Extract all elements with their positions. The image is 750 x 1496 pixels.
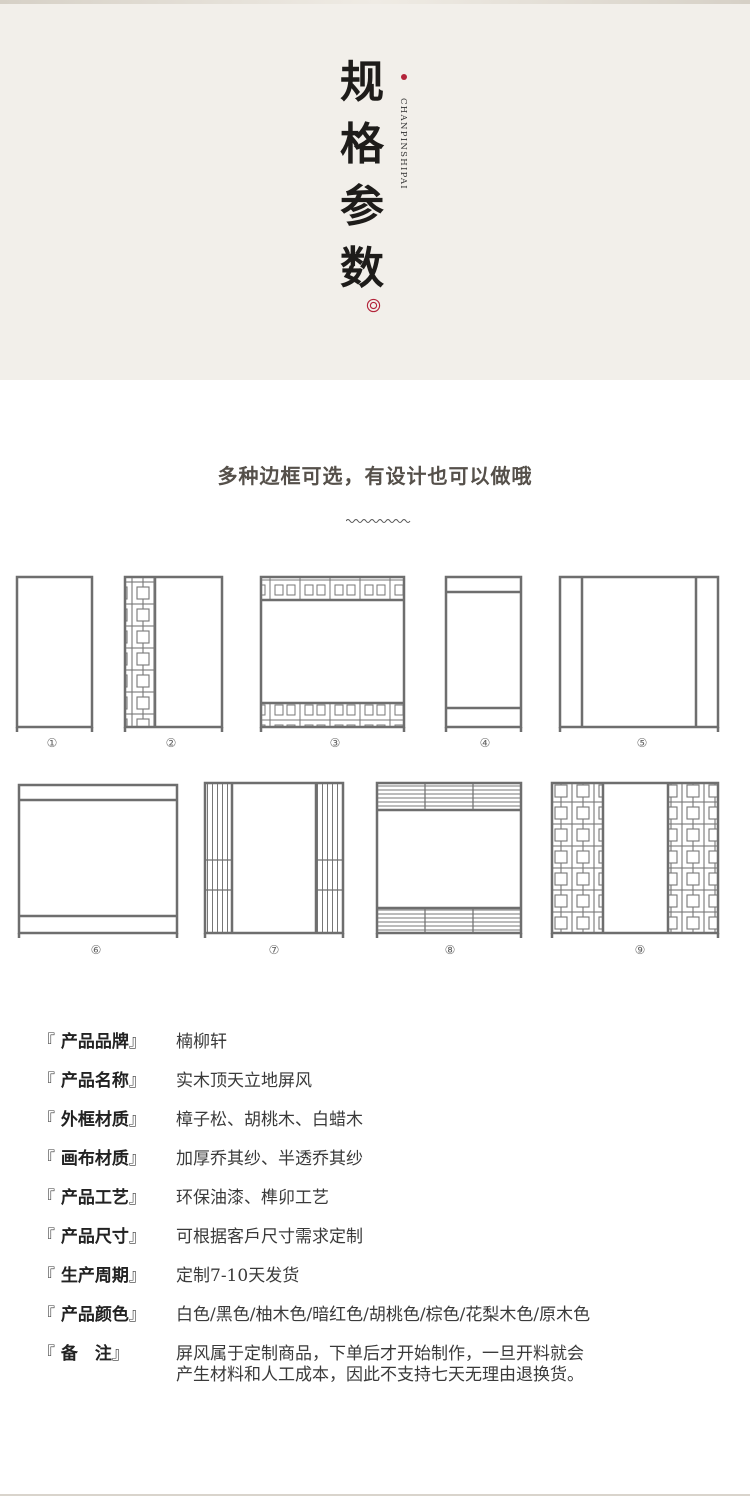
frame-style-3 — [259, 575, 406, 732]
spec-label: 『 外框材质』 — [38, 1110, 146, 1130]
frame-style-5 — [558, 575, 720, 732]
title-char-2: 格 — [340, 119, 384, 170]
page-title: 规 格 参 数 — [334, 52, 390, 300]
spec-row-frame-material: 『 外框材质』 樟子松、胡桃木、白蜡木 — [38, 1110, 738, 1131]
frame-style-7 — [203, 781, 345, 938]
title-char-3: 参 — [340, 181, 384, 232]
top-divider — [0, 0, 750, 4]
frame-label-1: ① — [47, 736, 58, 750]
frame-style-4 — [444, 575, 523, 732]
spec-row-brand: 『 产品品牌』 楠柳轩 — [38, 1032, 738, 1053]
spec-value: 楠柳轩 — [176, 1032, 227, 1052]
frame-styles-diagram: ① ② ③ ④ ⑤ ⑥ ⑦ ⑧ ⑨ — [15, 575, 720, 957]
frame-style-9 — [550, 781, 720, 938]
title-char-4: 数 — [340, 243, 384, 294]
frame-label-2: ② — [166, 736, 177, 750]
spec-row-name: 『 产品名称』 实木顶天立地屏风 — [38, 1071, 738, 1092]
spec-row-color: 『 产品颜色』 白色/黑色/柚木色/暗红色/胡桃色/棕色/花梨木色/原木色 — [38, 1305, 738, 1326]
spec-value: 定制7-10天发货 — [176, 1266, 300, 1286]
spec-label: 『 产品名称』 — [38, 1071, 146, 1091]
frame-style-6 — [17, 783, 179, 938]
spec-value: 可根据客戶尺寸需求定制 — [176, 1227, 363, 1247]
bottom-divider — [0, 1494, 750, 1496]
frame-label-8: ⑧ — [445, 943, 456, 957]
spec-value: 樟子松、胡桃木、白蜡木 — [176, 1110, 363, 1130]
frame-style-2 — [123, 575, 224, 732]
spec-row-lead-time: 『 生产周期』 定制7-10天发货 — [38, 1266, 738, 1287]
red-dot-icon — [401, 74, 407, 80]
spec-value: 实木顶天立地屏风 — [176, 1071, 312, 1091]
frame-label-6: ⑥ — [91, 943, 102, 957]
spec-label: 『 生产周期』 — [38, 1266, 146, 1286]
spec-label: 『 产品尺寸』 — [38, 1227, 146, 1247]
frame-label-4: ④ — [480, 736, 491, 750]
frame-label-5: ⑤ — [637, 736, 648, 750]
frame-label-3: ③ — [330, 736, 341, 750]
spec-label: 『 备 注』 — [38, 1344, 129, 1364]
double-ring-icon — [366, 298, 381, 313]
spec-value: 加厚乔其纱、半透乔其纱 — [176, 1149, 363, 1169]
spec-row-size: 『 产品尺寸』 可根据客戶尺寸需求定制 — [38, 1227, 738, 1248]
spec-row-note: 『 备 注』 屏风属于定制商品，下单后才开始制作，一旦开料就会 产生材料和人工成… — [38, 1344, 738, 1386]
title-char-1: 规 — [340, 57, 384, 108]
spec-value: 环保油漆、榫卯工艺 — [176, 1188, 329, 1208]
frame-style-8 — [375, 781, 523, 938]
pinyin-subtitle: CHANPINSHIPAI — [398, 98, 408, 190]
frame-label-9: ⑨ — [635, 943, 646, 957]
header-banner: 规 格 参 数 CHANPINSHIPAI — [0, 0, 750, 380]
spec-list: 『 产品品牌』 楠柳轩 『 产品名称』 实木顶天立地屏风 『 外框材质』 樟子松… — [38, 1032, 738, 1404]
spec-value: 白色/黑色/柚木色/暗红色/胡桃色/棕色/花梨木色/原木色 — [176, 1305, 591, 1325]
wave-divider-icon — [346, 519, 411, 523]
frame-label-7: ⑦ — [269, 943, 280, 957]
spec-row-canvas-material: 『 画布材质』 加厚乔其纱、半透乔其纱 — [38, 1149, 738, 1170]
frame-style-1 — [15, 575, 94, 732]
section-subtitle: 多种边框可选，有设计也可以做哦 — [217, 464, 533, 488]
spec-label: 『 产品颜色』 — [38, 1305, 146, 1325]
spec-value: 屏风属于定制商品，下单后才开始制作，一旦开料就会 产生材料和人工成本，因此不支持… — [176, 1344, 584, 1385]
spec-label: 『 产品工艺』 — [38, 1188, 146, 1208]
spec-label: 『 画布材质』 — [38, 1149, 146, 1169]
spec-label: 『 产品品牌』 — [38, 1032, 146, 1052]
spec-row-craft: 『 产品工艺』 环保油漆、榫卯工艺 — [38, 1188, 738, 1209]
